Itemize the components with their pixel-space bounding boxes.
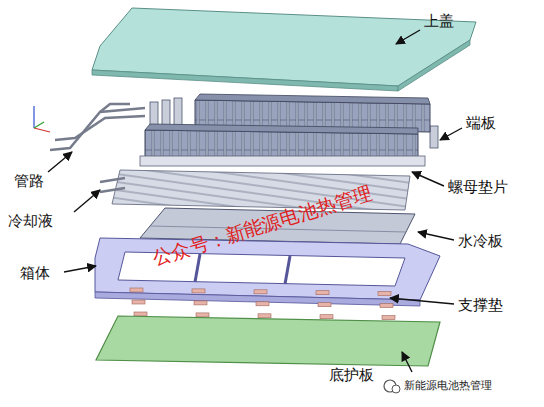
axis-icon	[34, 106, 50, 132]
part-label: 冷却液	[8, 212, 53, 230]
wechat-icon	[384, 380, 400, 393]
part-label: 水冷板	[458, 232, 503, 250]
box-frame	[95, 238, 440, 306]
part-label: 箱体	[20, 264, 50, 282]
pipe	[50, 104, 145, 150]
watermark: 新能源电池热管理	[404, 379, 492, 392]
part-label: 端板	[466, 114, 496, 132]
part-label: 底护板	[329, 366, 374, 384]
battery-modules	[140, 94, 430, 166]
part-label: 螺母垫片	[448, 178, 508, 196]
bottom-plate	[96, 316, 440, 366]
part-label: 上盖	[424, 12, 454, 30]
support-pads	[130, 288, 395, 320]
part-label: 管路	[14, 172, 44, 190]
top-cover	[92, 8, 476, 91]
part-label: 支撑垫	[458, 296, 503, 314]
leader-arrows	[48, 30, 462, 372]
